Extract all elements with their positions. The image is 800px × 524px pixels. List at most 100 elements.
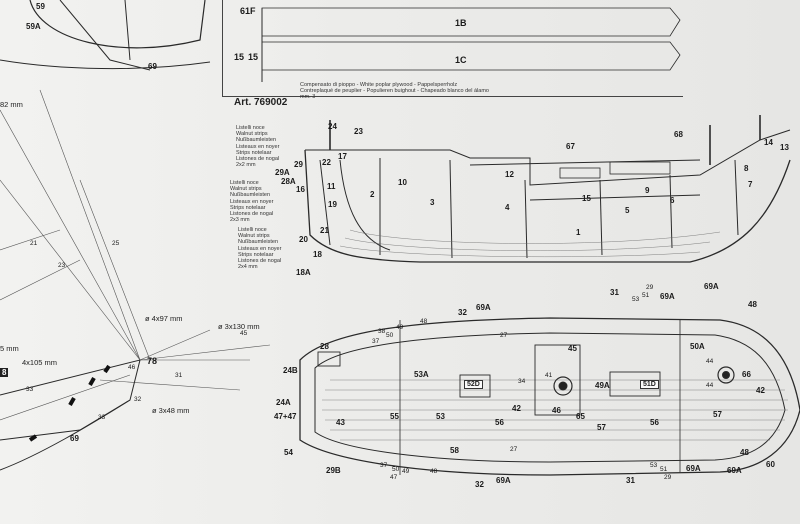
label-23p: 23 — [354, 127, 363, 136]
label-25: 25 — [112, 240, 120, 247]
label-3: 3 — [430, 198, 435, 207]
label-69Ae: 69A — [704, 282, 719, 291]
label-46: 46 — [128, 364, 136, 371]
label-69a: 69 — [148, 62, 157, 71]
label-42a: 42 — [512, 404, 521, 413]
label-57a: 57 — [713, 410, 722, 419]
article-description: Compensato di pioppo - White poplar plyw… — [300, 82, 489, 100]
label-24: 24 — [328, 122, 337, 131]
label-31a: 31 — [610, 288, 619, 297]
label-50b: 50 — [392, 466, 400, 473]
label-37b: 37 — [380, 462, 388, 469]
label-48c: 48 — [430, 468, 438, 475]
label-49: 49 — [396, 324, 404, 331]
label-29b: 29 — [664, 474, 672, 481]
label-56b: 56 — [650, 418, 659, 427]
label-65: 65 — [576, 412, 585, 421]
label-13: 13 — [780, 143, 789, 152]
dim-82mm: 82 mm — [0, 100, 23, 109]
label-50A: 50A — [690, 342, 705, 351]
label-49A: 49A — [595, 381, 610, 390]
label-4747: 47+47 — [274, 412, 297, 421]
label-66: 66 — [742, 370, 751, 379]
label-18A: 18A — [296, 268, 311, 277]
label-9: 9 — [645, 186, 650, 195]
label-32a: 32 — [458, 308, 467, 317]
label-45: 45 — [240, 330, 248, 337]
part-15a: 15 — [234, 52, 245, 62]
label-24A: 24A — [276, 398, 291, 407]
label-51a: 51 — [642, 292, 650, 299]
label-44b: 44 — [706, 382, 714, 389]
label-8p: 8 — [744, 164, 749, 173]
label-21p: 21 — [320, 226, 329, 235]
label-42b: 42 — [756, 386, 765, 395]
label-41a: 41 — [545, 372, 553, 379]
label-7: 7 — [748, 180, 753, 189]
label-17: 17 — [338, 152, 347, 161]
label-5: 5 — [625, 206, 630, 215]
label-69Ab: 69A — [476, 303, 491, 312]
label-15p: 15 — [582, 194, 591, 203]
label-29a: 29 — [646, 284, 654, 291]
label-53a: 53 — [632, 296, 640, 303]
label-60: 60 — [766, 460, 775, 469]
label-12: 12 — [505, 170, 514, 179]
label-49b: 49 — [402, 468, 410, 475]
label-68: 68 — [674, 130, 683, 139]
label-6: 6 — [670, 196, 675, 205]
label-28A: 28A — [281, 177, 296, 186]
label-11: 11 — [327, 182, 336, 191]
label-48b: 48 — [748, 300, 757, 309]
article-frame — [222, 0, 683, 97]
cabin-52D: 52D — [464, 380, 483, 389]
label-67: 67 — [566, 142, 575, 151]
label-33b: 33 — [98, 414, 106, 421]
label-18: 18 — [313, 250, 322, 259]
label-53A: 53A — [414, 370, 429, 379]
label-4: 4 — [505, 203, 510, 212]
label-31: 31 — [175, 372, 183, 379]
label-54: 54 — [284, 448, 293, 457]
label-58: 58 — [450, 446, 459, 455]
label-8: 8 — [0, 368, 9, 377]
label-28: 28 — [320, 342, 329, 351]
label-45d: 45 — [568, 344, 577, 353]
label-53b: 53 — [650, 462, 658, 469]
label-55: 55 — [390, 412, 399, 421]
label-59A: 59A — [26, 22, 41, 31]
dim-3x130: ø 3x130 mm — [218, 322, 260, 331]
label-19: 19 — [328, 200, 337, 209]
label-69Af: 69A — [727, 466, 742, 475]
label-53: 53 — [436, 412, 445, 421]
article-code: Art. 769002 — [234, 97, 288, 108]
label-48d: 48 — [740, 448, 749, 457]
label-22: 22 — [322, 158, 331, 167]
label-37: 37 — [372, 338, 380, 345]
label-56a: 56 — [495, 418, 504, 427]
part-15b: 15 — [248, 52, 259, 62]
label-24B: 24B — [283, 366, 298, 375]
label-1: 1 — [576, 228, 581, 237]
label-78: 78 — [147, 356, 158, 366]
label-48a: 48 — [420, 318, 428, 325]
label-69Ac: 69A — [496, 476, 511, 485]
label-20: 20 — [299, 235, 308, 244]
label-16: 16 — [296, 185, 305, 194]
label-27b: 27 — [510, 446, 518, 453]
label-57b: 57 — [597, 423, 606, 432]
label-69b: 69 — [70, 434, 79, 443]
label-47b: 47 — [390, 474, 398, 481]
label-44a: 44 — [706, 358, 714, 365]
label-23: 23 — [58, 262, 66, 269]
label-46d: 46 — [552, 406, 561, 415]
label-21: 21 — [30, 240, 38, 247]
label-2: 2 — [370, 190, 375, 199]
label-31b: 31 — [626, 476, 635, 485]
dim-3x48: ø 3x48 mm — [152, 406, 190, 415]
label-69Aa: 69A — [660, 292, 675, 301]
label-38: 38 — [378, 328, 386, 335]
label-59: 59 — [36, 2, 45, 11]
